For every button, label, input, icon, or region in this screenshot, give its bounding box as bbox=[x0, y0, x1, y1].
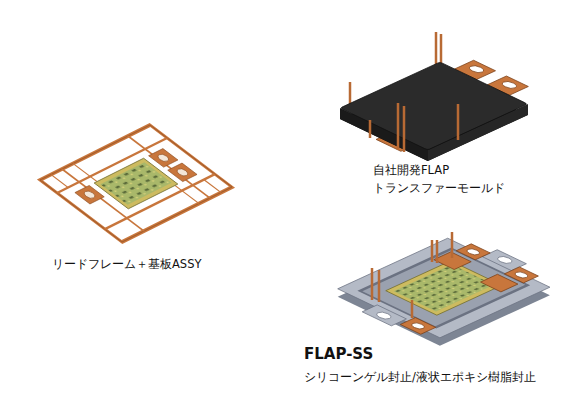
flap-pins-front bbox=[370, 103, 458, 152]
flap-tabs bbox=[340, 60, 535, 151]
caption-transfer-mold: トランスファーモールド bbox=[373, 182, 505, 196]
caption-sealing: シリコーンゲル封止/液状エポキシ樹脂封止 bbox=[304, 371, 536, 385]
leadframe-assy bbox=[40, 125, 232, 242]
flap-ss-pins bbox=[372, 232, 452, 318]
caption-leadframe: リードフレーム＋基板ASSY bbox=[52, 258, 202, 272]
flap-ss-base bbox=[326, 232, 563, 346]
flap-mold-body bbox=[340, 62, 528, 161]
caption-flap: 自社開発FLAP bbox=[373, 164, 449, 178]
product-name: FLAP-SS bbox=[304, 345, 373, 363]
